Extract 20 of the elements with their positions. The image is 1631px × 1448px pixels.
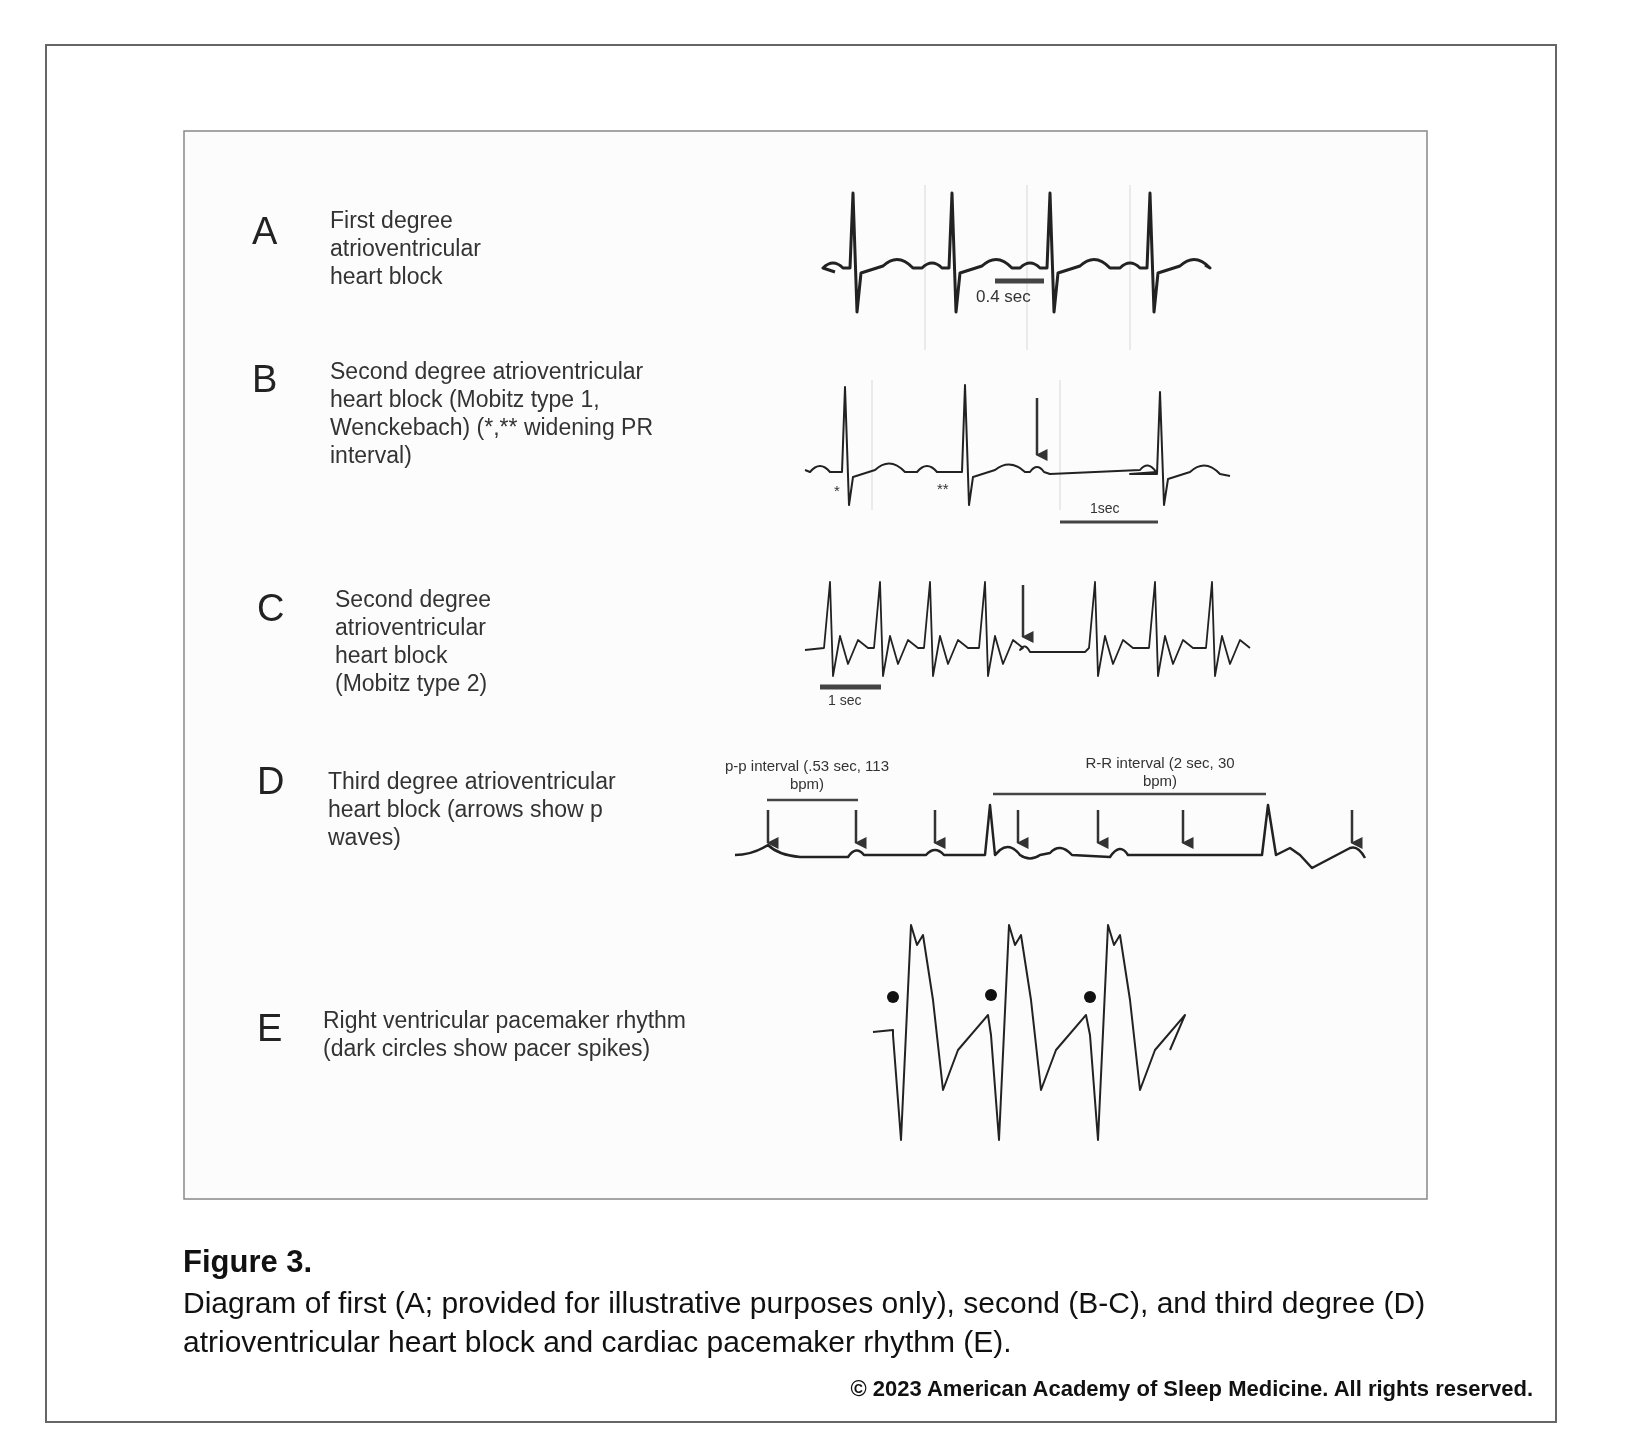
interval-label: p-p interval (.53 sec, 113 bpm) xyxy=(724,757,890,794)
panel-description: Second degree atrioventricular heart block (Mobitz type 1, Wenckebach) (*,** widening PR interval) xyxy=(330,357,654,470)
panel-letter: D xyxy=(257,759,285,804)
scale-label: 1 sec xyxy=(828,692,862,710)
scale-label: 0.4 sec xyxy=(976,287,1031,308)
asterisk-mark: ** xyxy=(937,480,949,499)
figure-caption: Diagram of first (A; provided for illustrative purposes only), second (B-C), and third degree (D) atrioventricular heart block and cardiac pacemaker rhythm (E). xyxy=(183,1285,1427,1360)
panel-letter: C xyxy=(257,586,285,631)
panel-letter: E xyxy=(257,1006,283,1051)
asterisk-mark: * xyxy=(834,482,840,501)
figure-title: Figure 3. xyxy=(183,1243,313,1281)
scale-label: 1sec xyxy=(1090,500,1120,518)
copyright-note: © 2023 American Academy of Sleep Medicine. All rights reserved. xyxy=(849,1376,1533,1403)
panel-letter: A xyxy=(252,209,278,254)
panel-letter: B xyxy=(252,357,278,402)
interval-label: R-R interval (2 sec, 30 bpm) xyxy=(1084,754,1236,791)
panel-description: Second degree atrioventricular heart block (Mobitz type 2) xyxy=(335,585,492,698)
panel-description: First degree atrioventricular heart block xyxy=(330,206,482,291)
panel-description: Right ventricular pacemaker rhythm (dark circles show pacer spikes) xyxy=(323,1006,688,1063)
panel-description: Third degree atrioventricular heart block (arrows show p waves) xyxy=(328,767,617,852)
